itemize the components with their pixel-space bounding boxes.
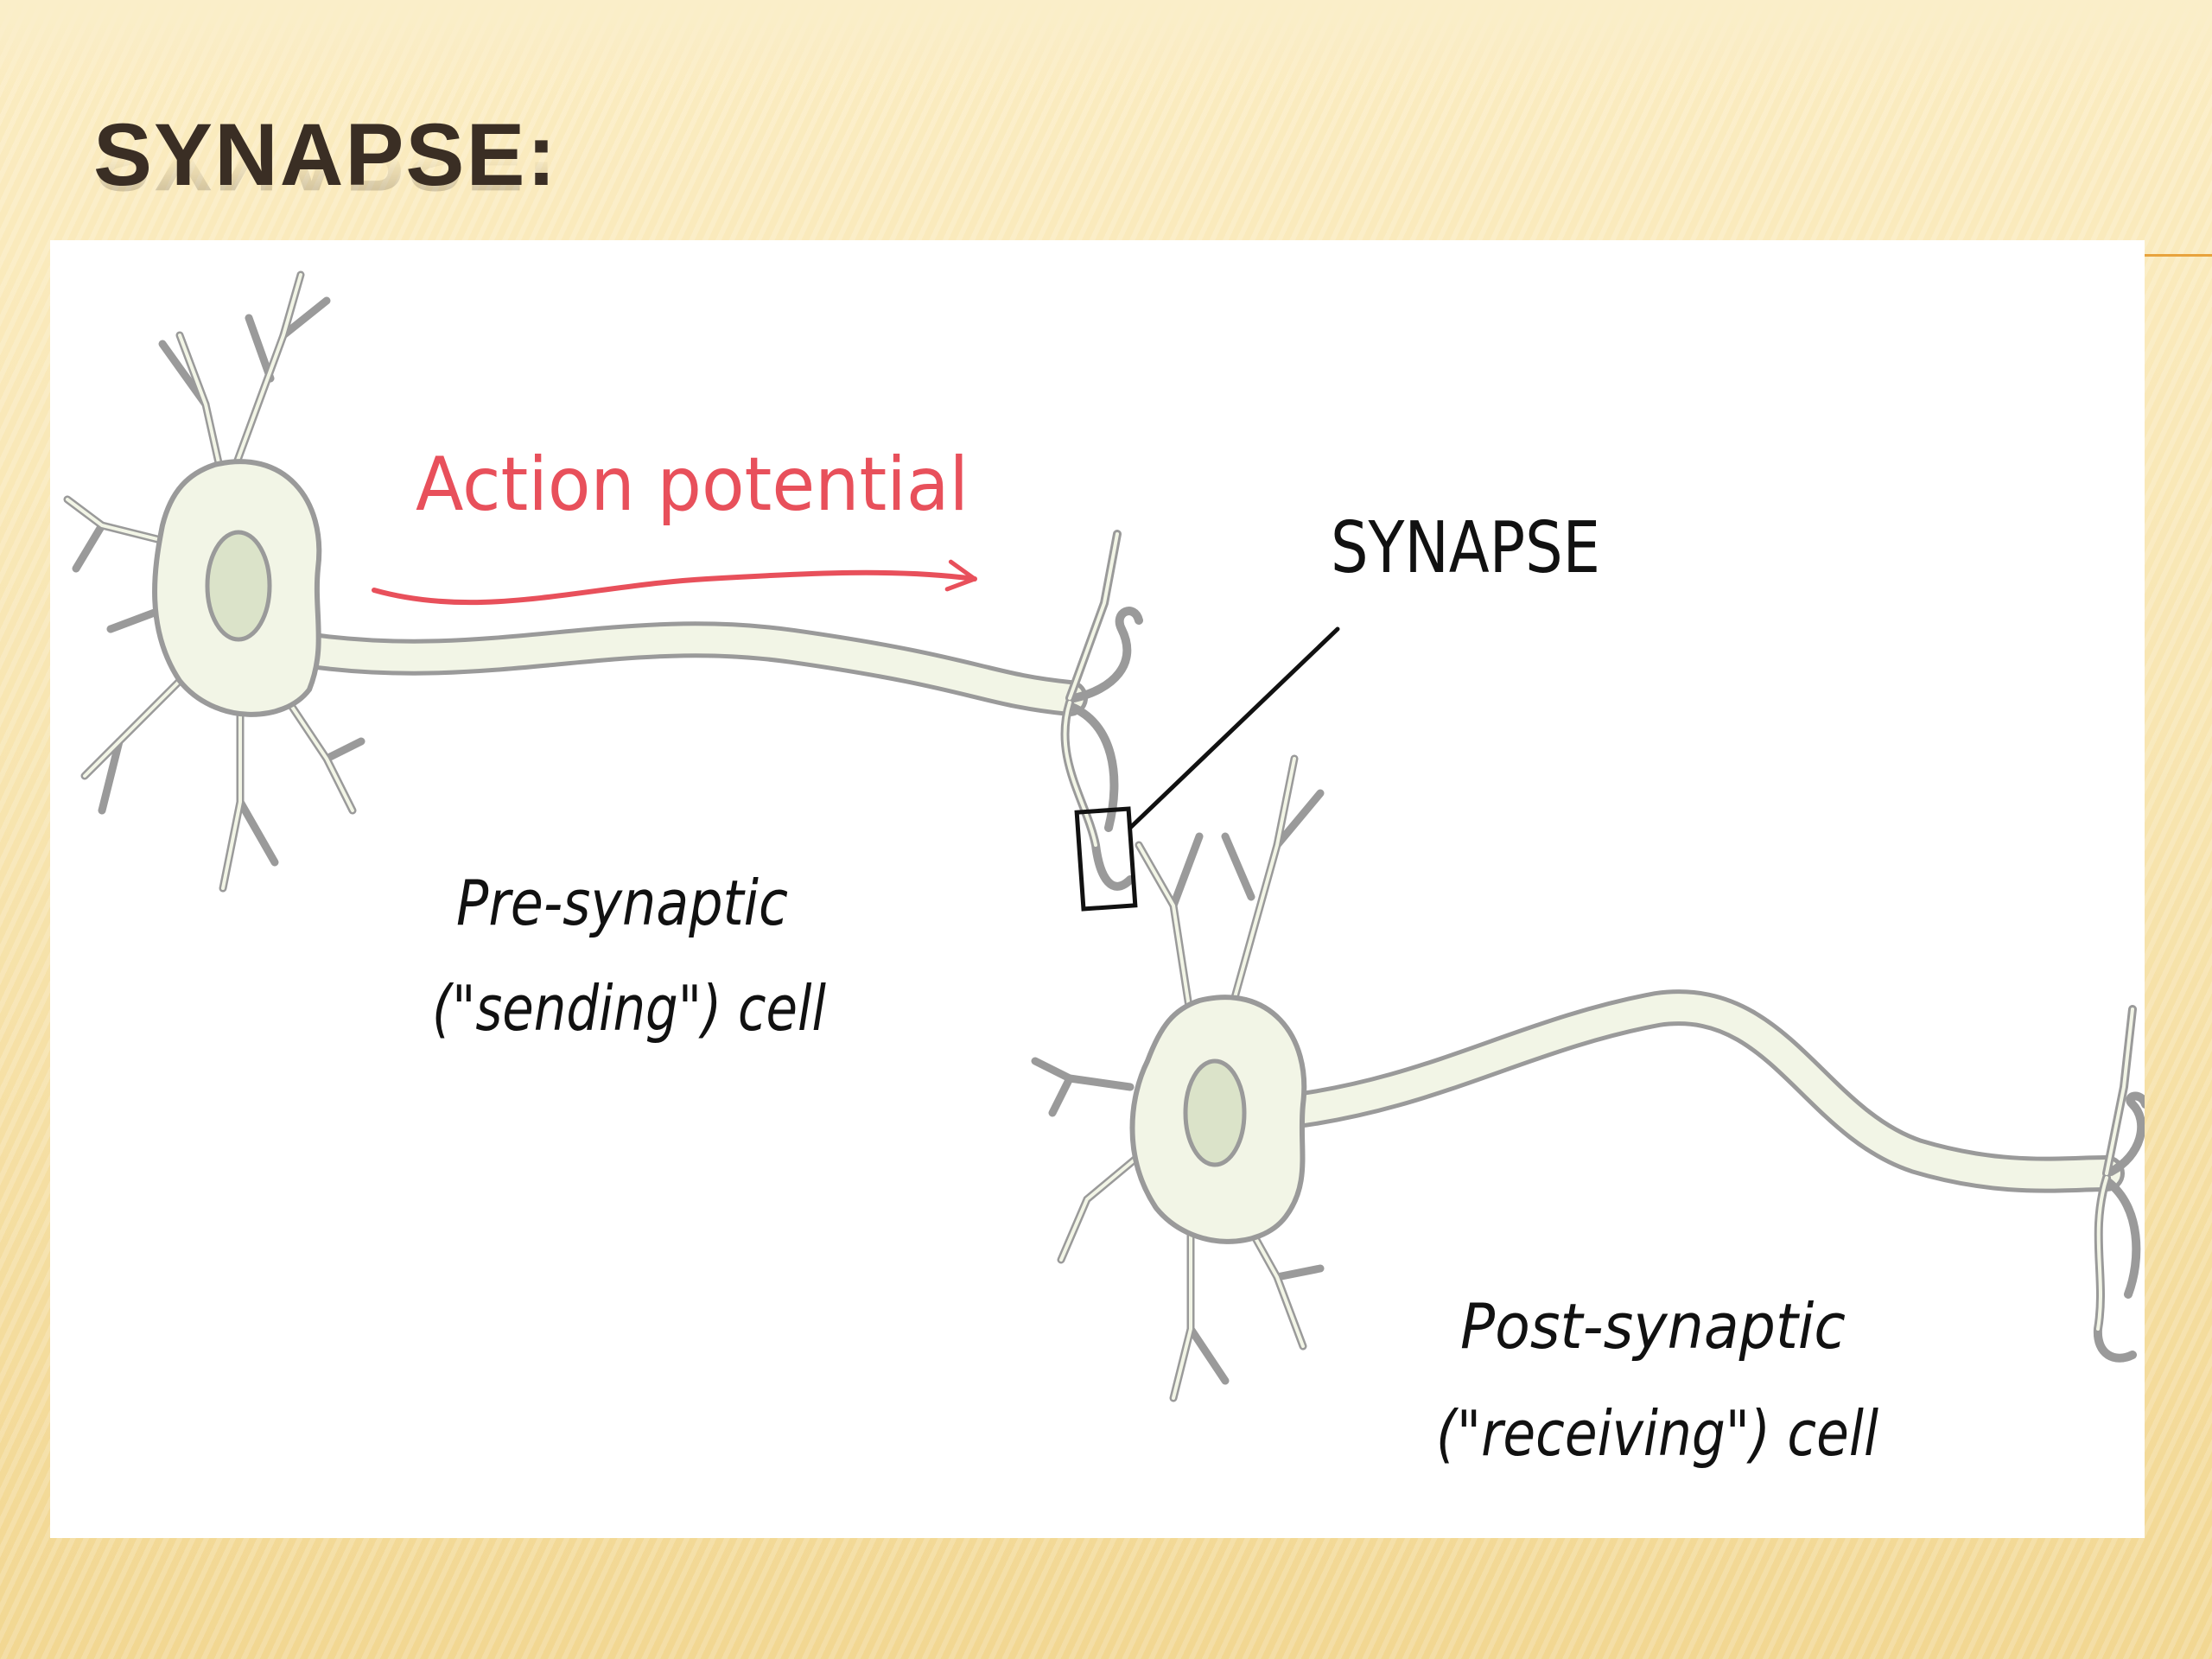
slide-title: SYNAPSE: <box>93 111 557 199</box>
presynaptic-nucleus <box>207 532 270 639</box>
postsynaptic-nucleus <box>1185 1061 1244 1165</box>
slide-top-band <box>0 0 2212 95</box>
presynaptic-label-line2: ("sending") cell <box>432 972 826 1045</box>
accent-line <box>2141 254 2212 257</box>
action-potential-label: Action potential <box>416 442 969 528</box>
presynaptic-neuron <box>67 275 1139 888</box>
synapse-diagram: Action potential SYNAPSE Pre-synaptic ("… <box>50 240 2145 1538</box>
postsynaptic-label-line1: Post-synaptic <box>1460 1290 1846 1363</box>
action-potential-arrow <box>374 573 975 602</box>
synapse-label: SYNAPSE <box>1331 507 1600 589</box>
presynaptic-label-line1: Pre-synaptic <box>456 867 788 939</box>
synapse-pointer-line <box>1130 629 1338 828</box>
synapse-diagram-svg: Action potential SYNAPSE Pre-synaptic ("… <box>50 240 2145 1538</box>
postsynaptic-label-line2: ("receiving") cell <box>1436 1397 1878 1470</box>
presynaptic-axon-terminals <box>1065 534 1139 887</box>
